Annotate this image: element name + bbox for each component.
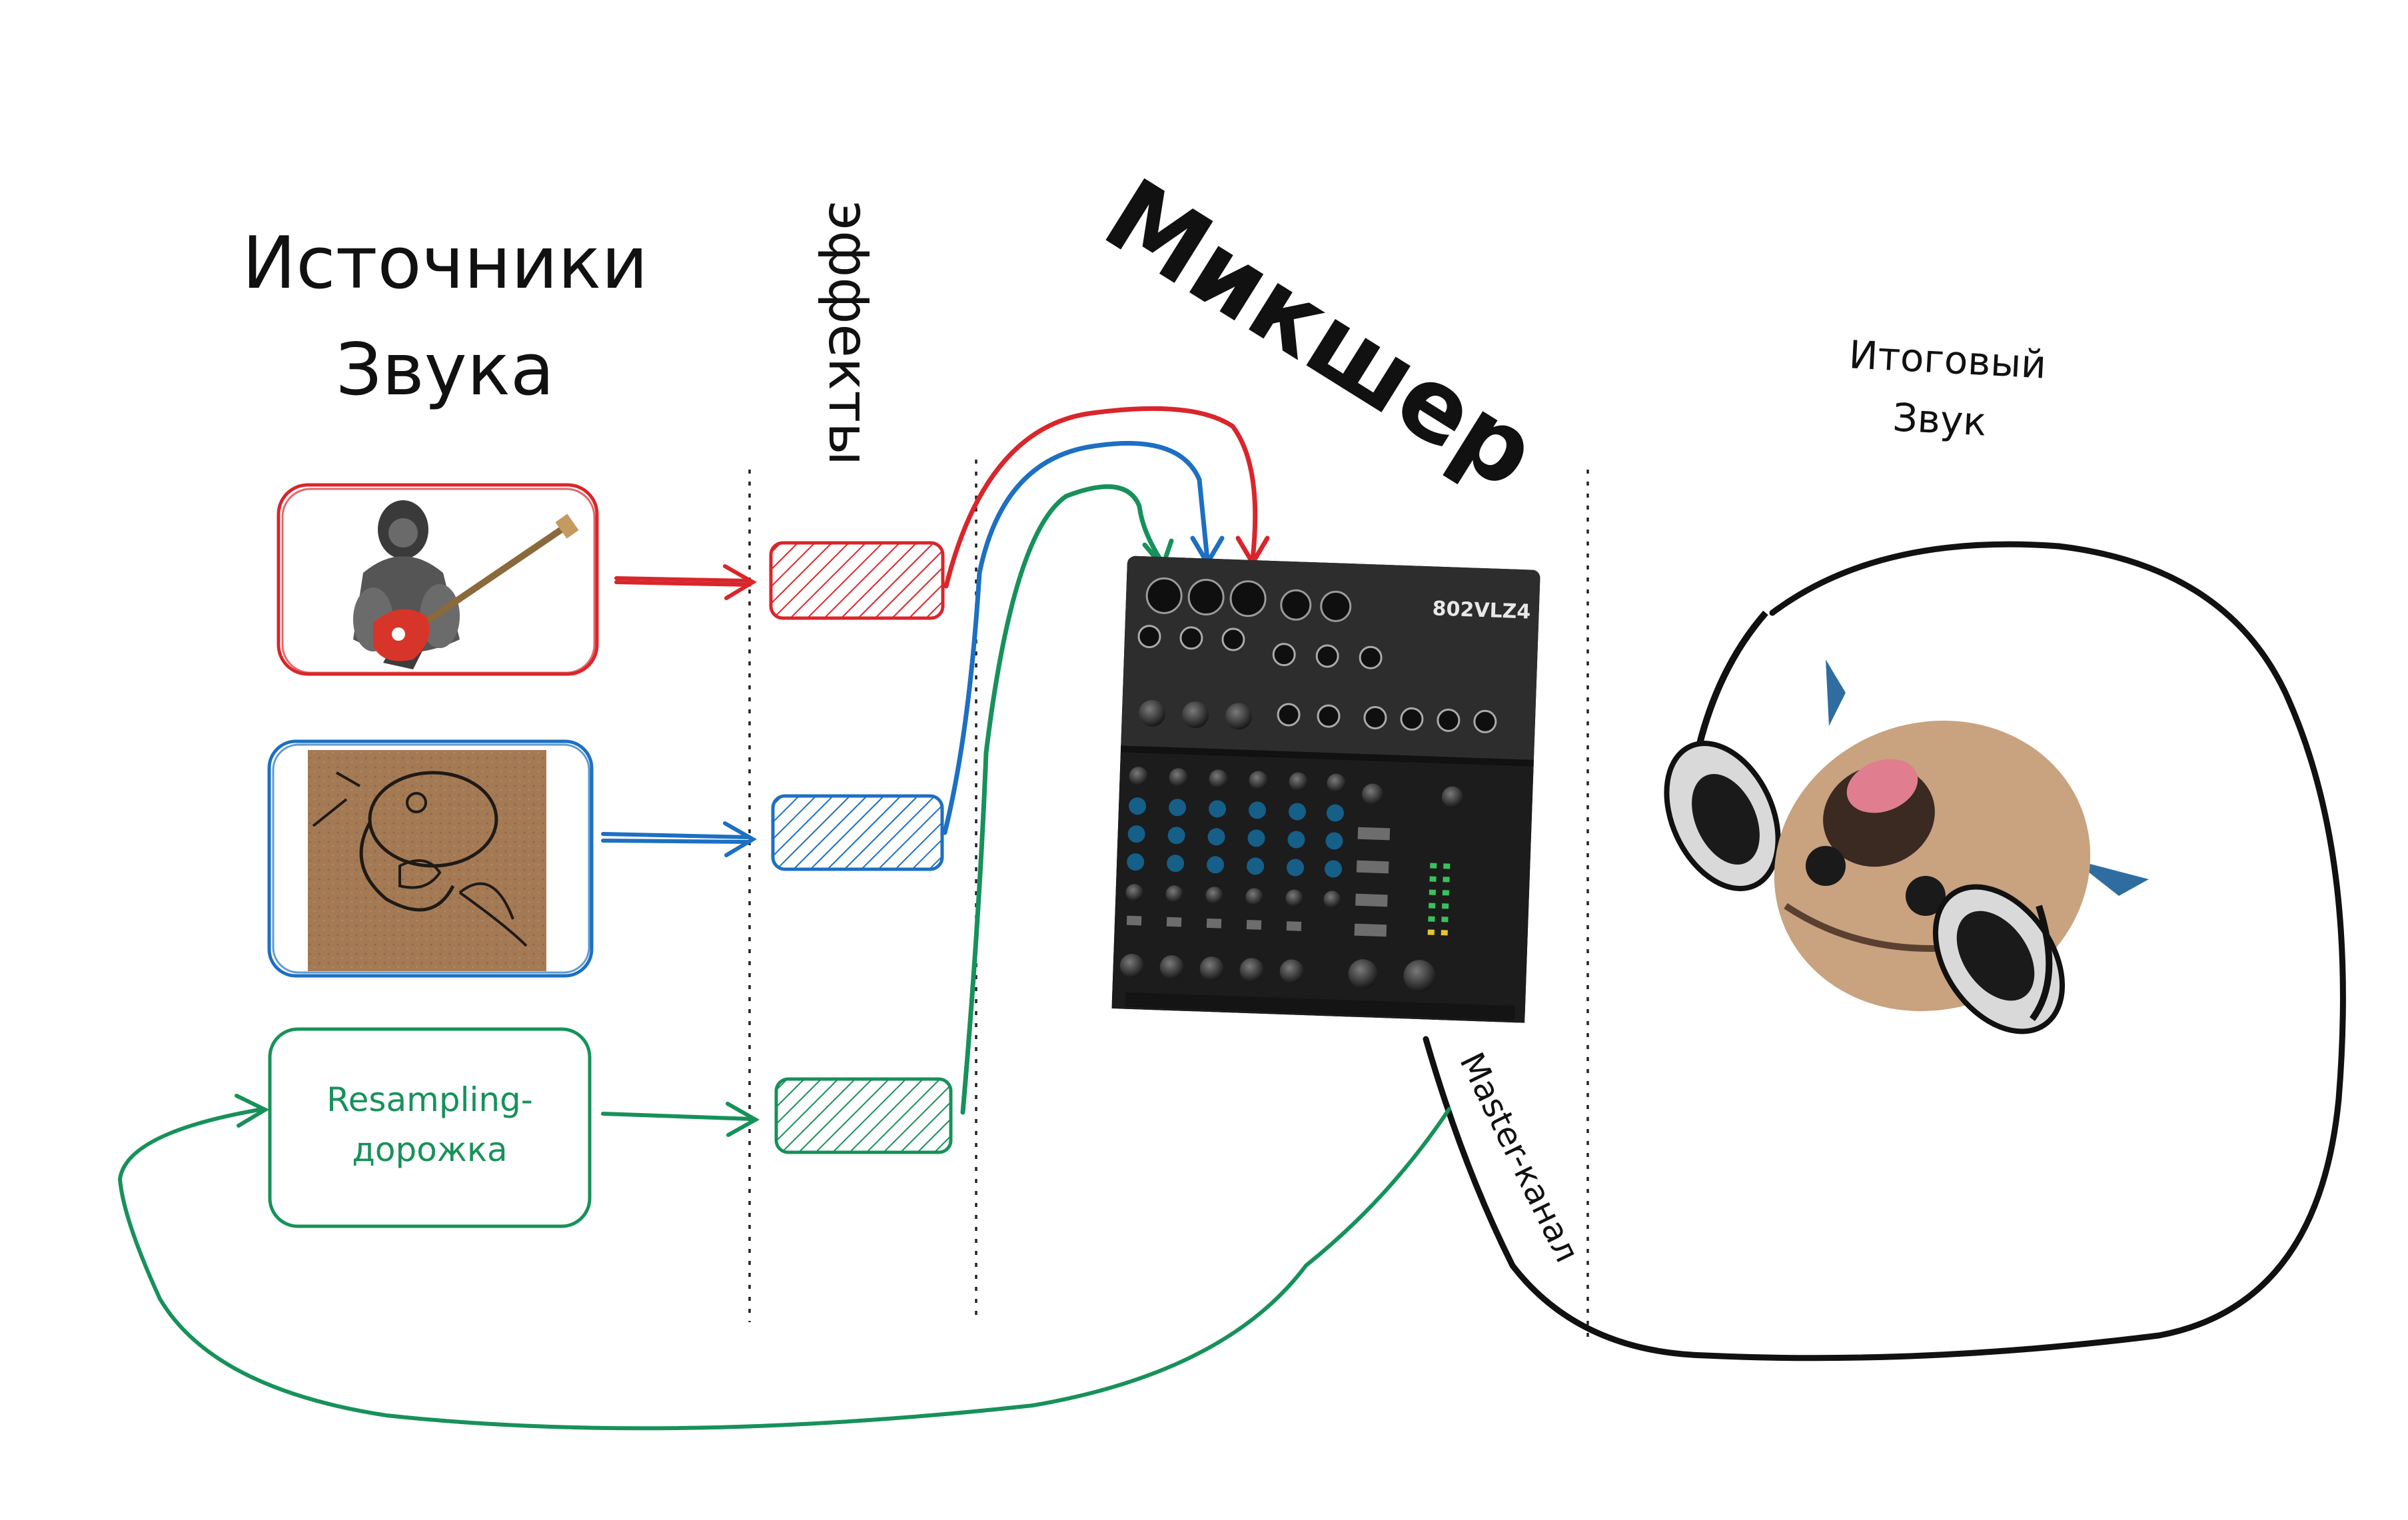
- cable-blue: [942, 441, 1210, 835]
- resampling-label-line2: дорожка: [352, 1130, 507, 1169]
- audio-mixer-image[interactable]: 802VLZ4: [1111, 556, 1540, 1023]
- section-dividers: [748, 460, 1589, 1339]
- source-box-resampling[interactable]: Resampling- дорожка: [268, 1027, 592, 1228]
- final-sound-title-line2: Звук: [1892, 394, 1988, 444]
- fish-sketch-image: [308, 750, 546, 971]
- final-sound-title-line1: Итоговый: [1848, 332, 2047, 387]
- pug-headphones-image: [1664, 610, 2149, 1034]
- cable-red: [943, 406, 1258, 589]
- mixer-gain-knobs: [1139, 699, 1252, 730]
- arrow-blue-right: [601, 821, 757, 857]
- master-channel-cable: [1423, 541, 2346, 1361]
- source-box-fish[interactable]: [267, 739, 594, 978]
- effects-title: эффекты: [816, 200, 880, 466]
- sources-title-line1: Источники: [242, 222, 648, 305]
- mixer-title: Микшер: [1085, 157, 1556, 512]
- resampling-feedback-loop: [117, 1094, 1451, 1431]
- arrow-red-right: [614, 564, 757, 600]
- mixer-xlr-inputs: [1145, 577, 1352, 622]
- feedback-cable-head: [235, 1094, 270, 1128]
- master-channel-label: Master-канал: [1452, 1046, 1586, 1268]
- feedback-cable: [117, 1107, 1451, 1431]
- sources-title-line2: Звука: [336, 328, 554, 412]
- gorilla-bass-guitar-image: [353, 500, 579, 669]
- arrow-green-right: [601, 1102, 760, 1137]
- mixer-model-label: 802VLZ4: [1432, 597, 1531, 623]
- mixer-jacks-row: [1137, 625, 1497, 733]
- mixer-level-meters: [1427, 863, 1451, 936]
- effect-block-blue[interactable]: [771, 794, 944, 871]
- mixer-channel-strips: [1119, 767, 1463, 992]
- cable-green: [960, 484, 1165, 1115]
- effect-block-red[interactable]: [769, 541, 945, 620]
- source-box-guitar[interactable]: [277, 483, 599, 676]
- source-to-effect-arrows: [601, 564, 760, 1137]
- effect-block-green[interactable]: [774, 1077, 953, 1154]
- resampling-label-line1: Resampling-: [326, 1080, 533, 1119]
